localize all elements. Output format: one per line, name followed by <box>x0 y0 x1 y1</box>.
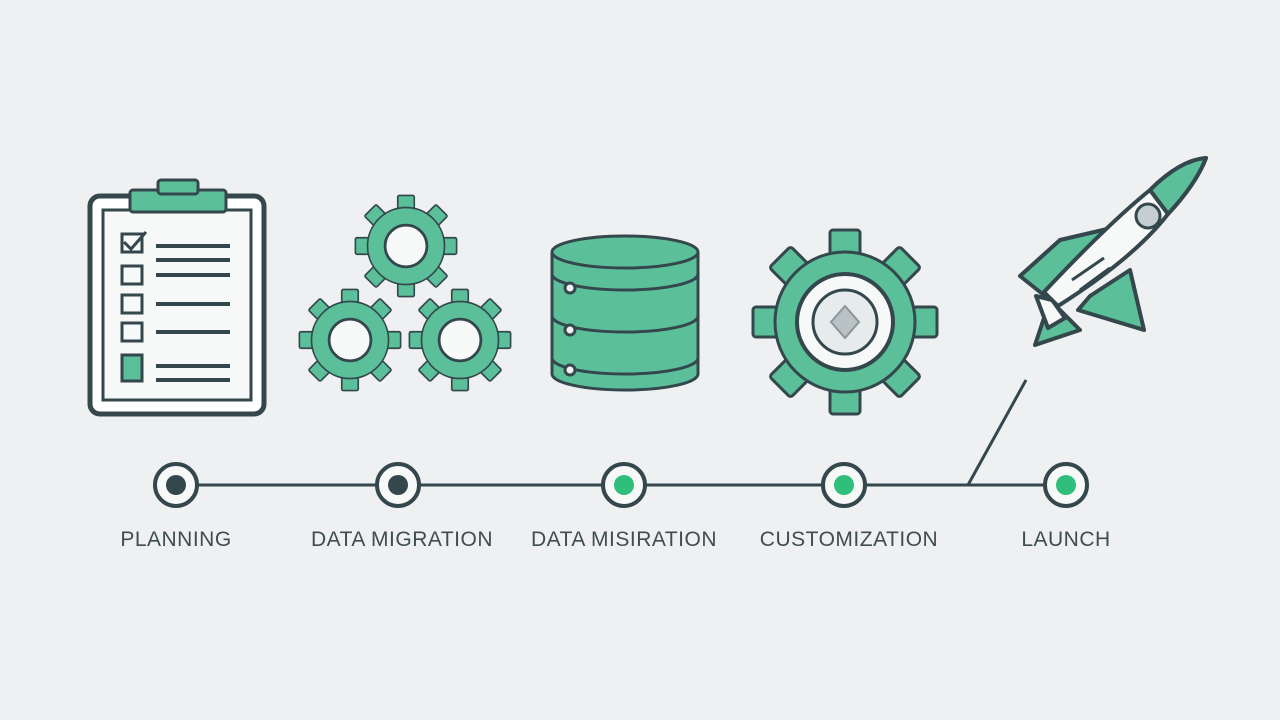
timeline-marker-5 <box>1043 462 1089 508</box>
rocket-icon <box>1018 156 1208 347</box>
timeline-markers <box>153 462 1089 508</box>
clipboard-checklist-icon <box>87 178 267 417</box>
stage-label-data-misiration: DATA MISIRATION <box>530 528 718 551</box>
stage-label-customization: CUSTOMIZATION <box>759 528 939 551</box>
stage-label-planning: PLANNING <box>120 528 232 551</box>
stage-label-data-migration: DATA MIGRATION <box>310 528 494 551</box>
launch-trajectory-line <box>966 379 1028 486</box>
timeline-marker-4 <box>821 462 867 508</box>
database-icon <box>550 234 700 392</box>
timeline-marker-1 <box>153 462 199 508</box>
timeline-marker-2 <box>375 462 421 508</box>
gears-icon <box>298 194 512 392</box>
stage-label-launch: LAUNCH <box>1021 528 1111 551</box>
gear-icon <box>751 228 939 416</box>
timeline-marker-3 <box>601 462 647 508</box>
